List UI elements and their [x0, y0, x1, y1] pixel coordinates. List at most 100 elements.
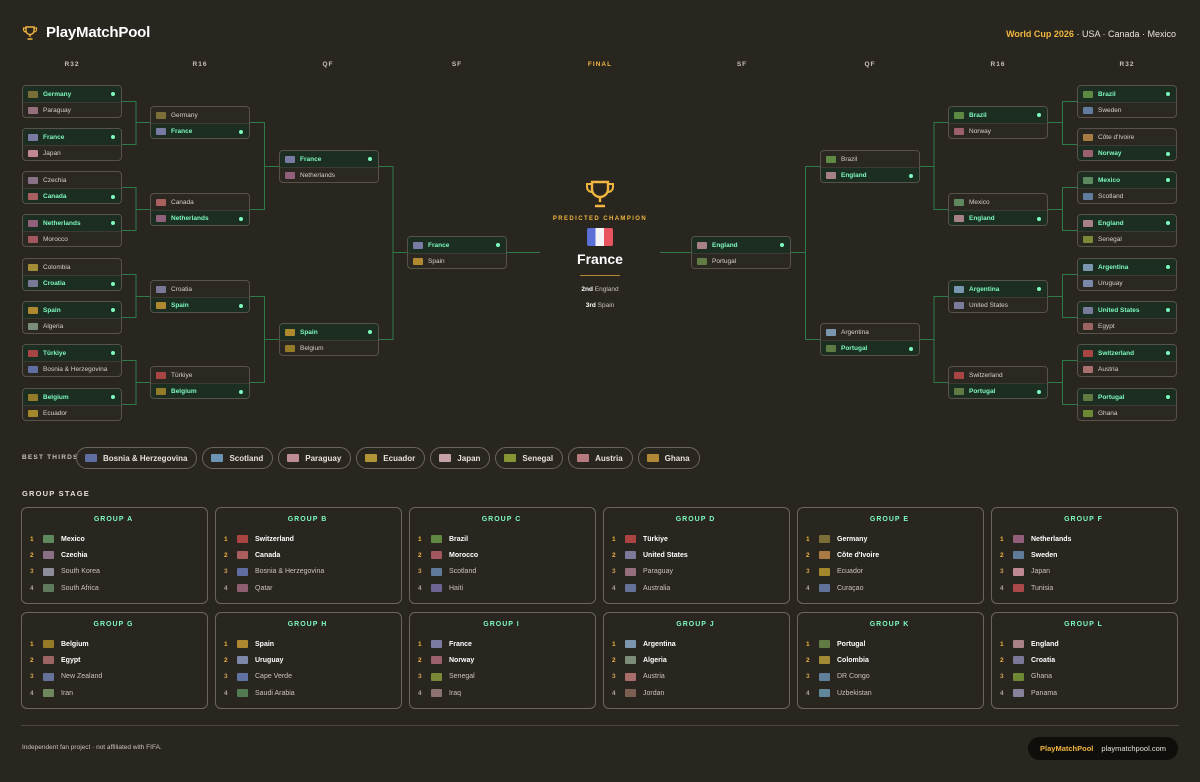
team-slot[interactable]: Switzerland [949, 367, 1047, 383]
team-slot[interactable]: Türkiye [151, 367, 249, 383]
team-slot[interactable]: Croatia [23, 275, 121, 290]
team-slot[interactable]: Argentina [821, 324, 919, 340]
team-slot[interactable]: Netherlands [280, 167, 378, 182]
team-slot[interactable]: Mexico [1078, 172, 1176, 188]
team-slot[interactable]: Sweden [1078, 102, 1176, 117]
team-slot[interactable]: Netherlands [151, 210, 249, 225]
team-slot[interactable]: Germany [151, 107, 249, 123]
best-third-chip[interactable]: Bosnia & Herzegovina [76, 447, 198, 469]
team-slot[interactable]: United States [1078, 302, 1176, 318]
team-slot[interactable]: France [151, 123, 249, 138]
team-slot[interactable]: Spain [280, 324, 378, 340]
team-slot[interactable]: Türkiye [23, 345, 121, 361]
team-slot[interactable]: Portugal [692, 253, 790, 268]
team-slot[interactable]: Croatia [151, 281, 249, 297]
team-slot[interactable]: Canada [151, 194, 249, 210]
team-slot[interactable]: France [23, 129, 121, 145]
team-slot[interactable]: Netherlands [23, 215, 121, 231]
team-slot[interactable]: Ghana [1078, 405, 1176, 420]
team-slot[interactable]: England [1078, 215, 1176, 231]
team-slot[interactable]: Spain [23, 302, 121, 318]
team-slot[interactable]: United States [949, 297, 1047, 312]
best-third-chip[interactable]: Paraguay [278, 447, 352, 469]
best-third-chip[interactable]: Ecuador [356, 447, 426, 469]
team-slot[interactable]: Portugal [821, 340, 919, 355]
team-slot[interactable]: Mexico [949, 194, 1047, 210]
best-third-chip[interactable]: Senegal [495, 447, 564, 469]
team-slot[interactable]: Côte d'Ivoire [1078, 129, 1176, 145]
team-slot[interactable]: Norway [1078, 145, 1176, 160]
team-slot[interactable]: France [280, 151, 378, 167]
team-slot[interactable]: France [408, 237, 506, 253]
team-slot[interactable]: England [692, 237, 790, 253]
footer-link[interactable]: PlayMatchPool playmatchpool.com [1028, 737, 1178, 760]
team-slot[interactable]: Spain [151, 297, 249, 312]
team-slot[interactable]: Canada [23, 188, 121, 203]
team-slot[interactable]: England [949, 210, 1047, 225]
team-slot[interactable]: Algeria [23, 318, 121, 333]
team-slot[interactable]: England [821, 167, 919, 182]
team-slot[interactable]: Egypt [1078, 318, 1176, 333]
brand[interactable]: PlayMatchPool [22, 24, 150, 41]
team-slot[interactable]: Ecuador [23, 405, 121, 420]
team-slot[interactable]: Paraguay [23, 102, 121, 117]
team-slot[interactable]: Germany [23, 86, 121, 102]
team-slot[interactable]: Brazil [821, 151, 919, 167]
team-slot[interactable]: Brazil [949, 107, 1047, 123]
team-slot[interactable]: Portugal [949, 383, 1047, 398]
team-slot[interactable]: Argentina [1078, 259, 1176, 275]
team-slot[interactable]: Spain [408, 253, 506, 268]
team-slot[interactable]: Argentina [949, 281, 1047, 297]
team-slot[interactable]: Scotland [1078, 188, 1176, 203]
team-slot[interactable]: Colombia [23, 259, 121, 275]
team-slot[interactable]: Japan [23, 145, 121, 160]
team-slot[interactable]: Morocco [23, 231, 121, 246]
best-third-chip[interactable]: Austria [568, 447, 633, 469]
team-slot[interactable]: Belgium [23, 389, 121, 405]
team-slot[interactable]: Uruguay [1078, 275, 1176, 290]
team-slot[interactable]: Austria [1078, 361, 1176, 376]
team-slot[interactable]: Portugal [1078, 389, 1176, 405]
best-third-chip[interactable]: Scotland [202, 447, 274, 469]
team-slot[interactable]: Brazil [1078, 86, 1176, 102]
